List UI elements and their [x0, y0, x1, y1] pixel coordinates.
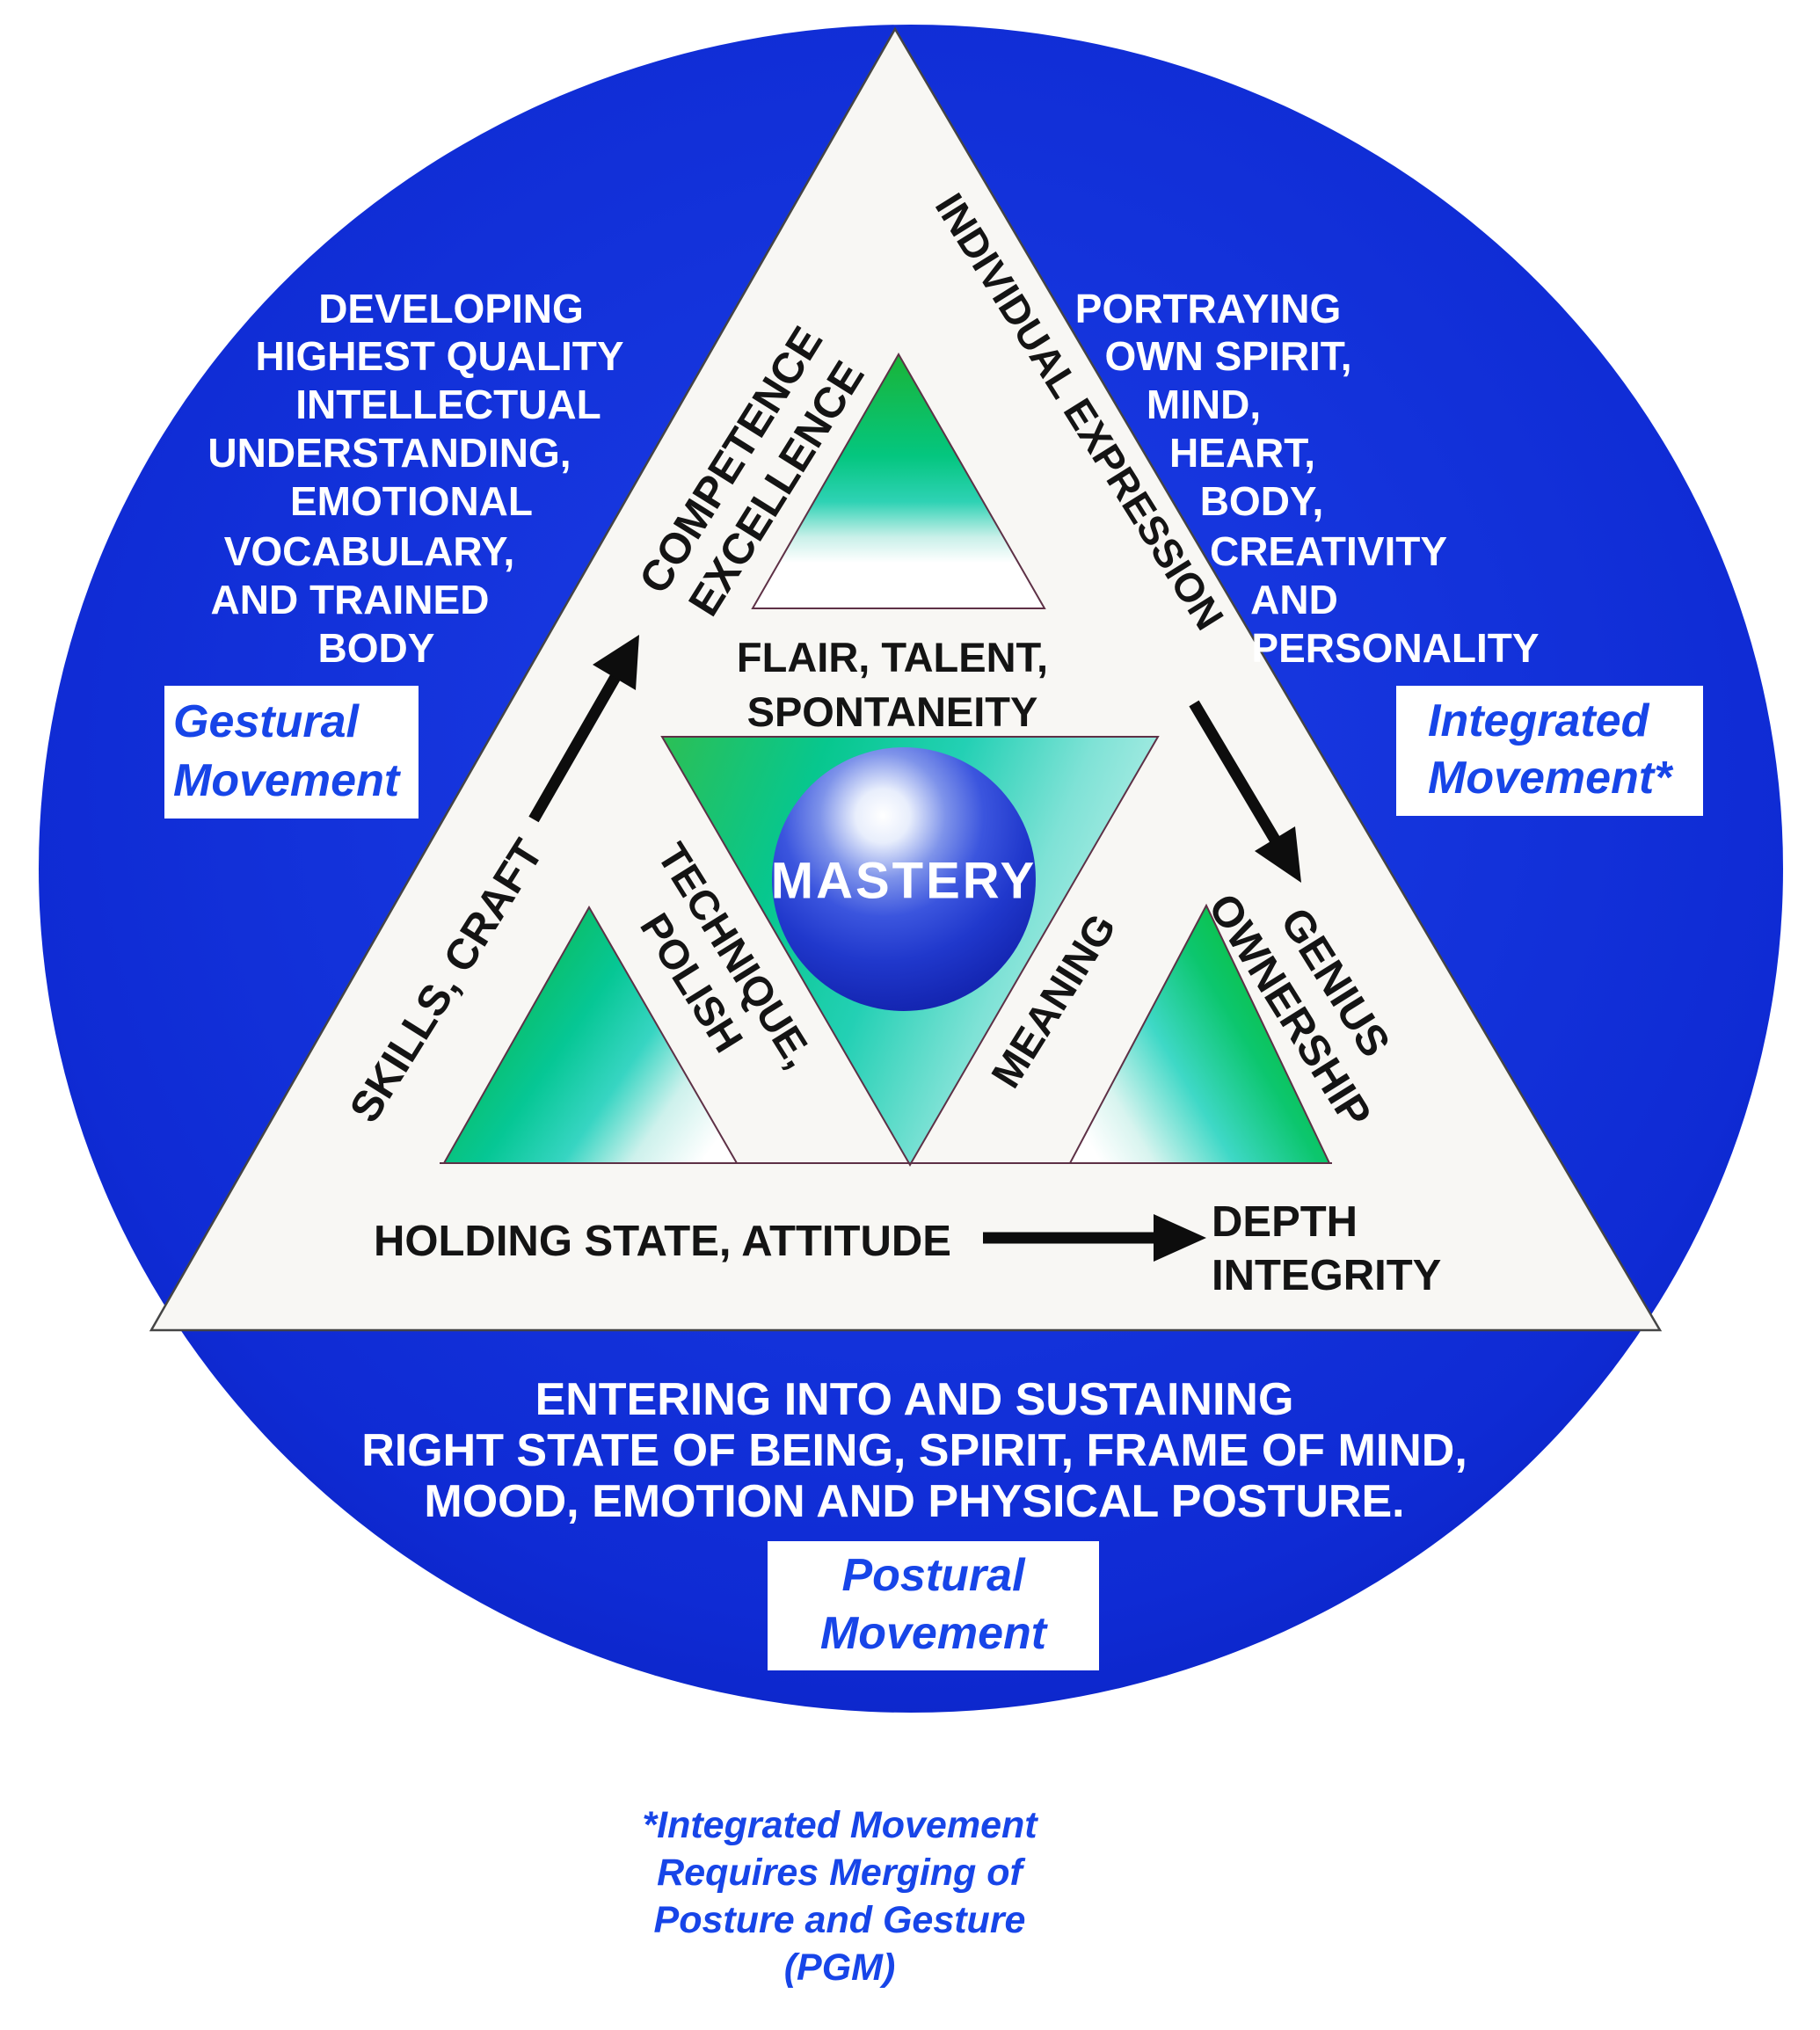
note-line: CREATIVITY	[1210, 528, 1447, 574]
mastery-label: MASTERY	[770, 852, 1037, 910]
note-line: UNDERSTANDING,	[207, 430, 571, 476]
note-line: DEVELOPING	[318, 286, 584, 331]
top-inner-triangle	[751, 352, 1046, 609]
note-line: AND	[1250, 577, 1338, 622]
arrow-right-icon	[983, 1214, 1206, 1262]
note-line: VOCABULARY,	[224, 528, 515, 574]
arrow-up-right-icon	[528, 635, 639, 823]
note-line: MIND,	[1147, 382, 1261, 427]
main-triangle	[149, 26, 1663, 1332]
note-line: EMOTIONAL	[290, 478, 533, 524]
postural-movement-box: Postural Movement	[768, 1541, 1099, 1670]
note-line: HEART,	[1169, 430, 1315, 476]
note-line: AND TRAINED	[211, 577, 490, 622]
mastery-sphere	[772, 747, 1036, 1011]
postural-note: ENTERING INTO AND SUSTAINING RIGHT STATE…	[361, 1374, 1467, 1527]
note-line: PERSONALITY	[1251, 625, 1539, 671]
note-line: PORTRAYING	[1075, 286, 1341, 331]
note-line: BODY	[318, 625, 435, 671]
note-line: HIGHEST QUALITY	[255, 333, 623, 379]
gestural-note: DEVELOPING HIGHEST QUALITY INTELLECTUAL …	[207, 286, 623, 671]
integrated-note: PORTRAYING OWN SPIRIT, MIND, HEART, BODY…	[1075, 286, 1540, 671]
band-label-flair-talent-spontaneity: FLAIR, TALENT, SPONTANEITY	[736, 634, 1049, 735]
note-line: INTELLECTUAL	[295, 382, 601, 427]
pgm-footnote: *Integrated Movement Requires Merging of…	[642, 1804, 1037, 1989]
gestural-movement-box: Gestural Movement	[164, 686, 419, 819]
note-line: BODY,	[1200, 478, 1324, 524]
bottom-edge-label-depth-integrity: DEPTH INTEGRITY	[1212, 1198, 1442, 1299]
arrow-down-right-icon	[1189, 700, 1301, 883]
bottom-edge-label-holding-state: HOLDING STATE, ATTITUDE	[374, 1218, 951, 1265]
note-line: OWN SPIRIT,	[1104, 333, 1351, 379]
integrated-movement-box: Integrated Movement*	[1396, 686, 1703, 816]
